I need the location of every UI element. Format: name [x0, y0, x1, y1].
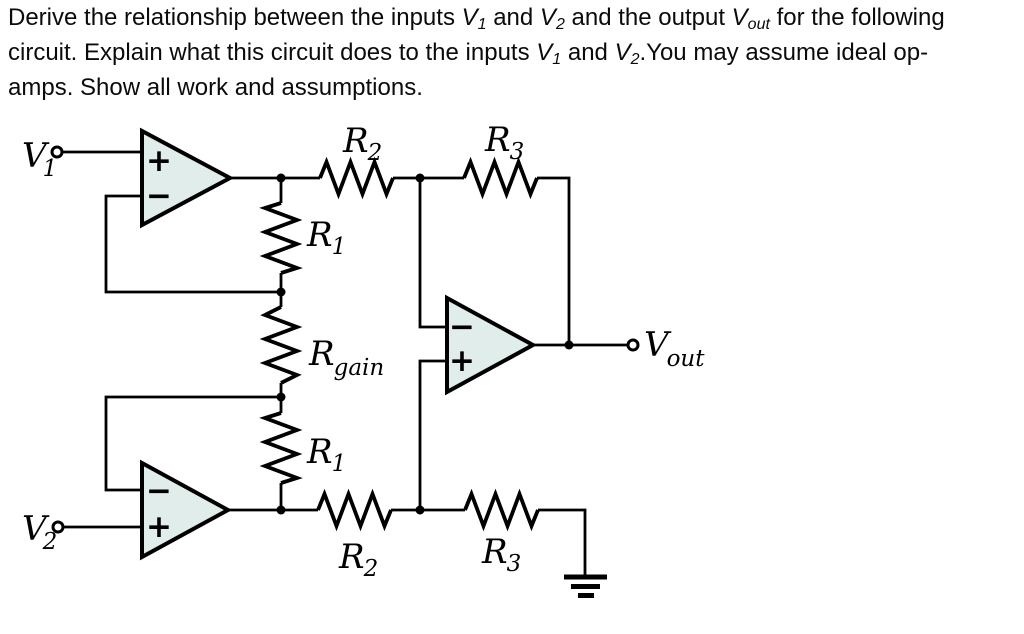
- question-text-segment: for the following: [769, 4, 945, 31]
- resistor-r3-top: [462, 156, 539, 200]
- resistor-r2-top: [318, 156, 395, 200]
- junction-dot: [276, 287, 286, 297]
- opamp-3-plus-mark: +: [449, 343, 475, 379]
- opamp-2: − +: [140, 459, 233, 561]
- resistor-r2-bottom: [316, 488, 393, 532]
- question-line-2: circuit. Explain what this circuit does …: [8, 37, 945, 72]
- label-vout: Vout: [644, 325, 705, 372]
- junction-dot: [415, 505, 425, 515]
- junction-dot: [276, 392, 286, 402]
- variable-v1: V: [536, 39, 553, 66]
- variable-vout: V: [731, 4, 748, 31]
- label-v1: V1: [22, 136, 57, 182]
- question-text: Derive the relationship between the inpu…: [8, 2, 945, 104]
- label-r2-bottom: R2: [338, 537, 378, 582]
- resistor-rgain: [259, 305, 303, 385]
- junction-dot: [276, 173, 286, 183]
- opamp-1: + −: [140, 127, 235, 229]
- variable-vout-subscript: out: [747, 16, 770, 33]
- opamp-1-plus-mark: +: [146, 143, 172, 179]
- wire-r3bottom-to-ground: [538, 508, 587, 575]
- question-text-segment: .You may assume ideal op-: [639, 39, 929, 66]
- resistor-r3-bottom: [463, 488, 540, 532]
- ground-symbol: [564, 574, 607, 598]
- wire-opamp1-feedback: [104, 194, 281, 294]
- terminal-v1: [50, 145, 64, 159]
- variable-v2-subscript: 2: [630, 51, 640, 68]
- variable-v2: V: [539, 4, 556, 31]
- question-text-segment: Derive the relationship between the inpu…: [8, 4, 462, 31]
- junction-dot: [415, 173, 425, 183]
- junction-dot: [276, 505, 286, 515]
- label-rgain: Rgain: [308, 334, 384, 381]
- resistor-r1-top: [259, 201, 303, 275]
- variable-v2-subscript: 2: [555, 16, 565, 33]
- label-r3-bottom: R3: [481, 532, 521, 577]
- opamp-3: − +: [445, 294, 538, 396]
- opamp-1-body: [140, 127, 235, 229]
- terminal-vout: [626, 338, 640, 352]
- opamp-2-body: [140, 459, 233, 561]
- question-text-segment: and: [486, 4, 540, 31]
- opamp-1-minus-mark: −: [146, 178, 172, 214]
- label-r2-top: R2: [342, 121, 382, 166]
- label-r3-top: R3: [484, 120, 524, 165]
- resistor-r1-bottom: [259, 411, 303, 485]
- wire-r3top-down: [537, 176, 571, 345]
- variable-v1-subscript: 1: [552, 51, 562, 68]
- question-text-segment: circuit. Explain what this circuit does …: [8, 39, 537, 66]
- variable-v1-subscript: 1: [477, 16, 487, 33]
- junction-dot: [564, 340, 574, 350]
- variable-v2: V: [614, 39, 631, 66]
- opamp-3-minus-mark: −: [449, 309, 475, 345]
- wire-node-to-opamp3-plus: [418, 359, 447, 510]
- label-r1-bottom: R1: [306, 432, 346, 477]
- label-v2: V2: [22, 509, 57, 555]
- question-text-segment: and: [561, 39, 615, 66]
- terminal-v2: [51, 520, 65, 534]
- wire-opamp2-feedback: [104, 395, 281, 492]
- question-text-segment: amps. Show all work and assumptions.: [8, 74, 423, 101]
- wire-node-to-opamp3-minus: [418, 178, 447, 329]
- question-text-segment: and the output: [564, 4, 732, 31]
- question-line-3: amps. Show all work and assumptions.: [8, 72, 945, 104]
- opamp-3-body: [445, 294, 538, 396]
- label-r1-top: R1: [306, 215, 346, 260]
- question-line-1: Derive the relationship between the inpu…: [8, 2, 945, 37]
- opamp-2-minus-mark: −: [146, 473, 172, 509]
- variable-v1: V: [461, 4, 478, 31]
- opamp-2-plus-mark: +: [146, 509, 172, 545]
